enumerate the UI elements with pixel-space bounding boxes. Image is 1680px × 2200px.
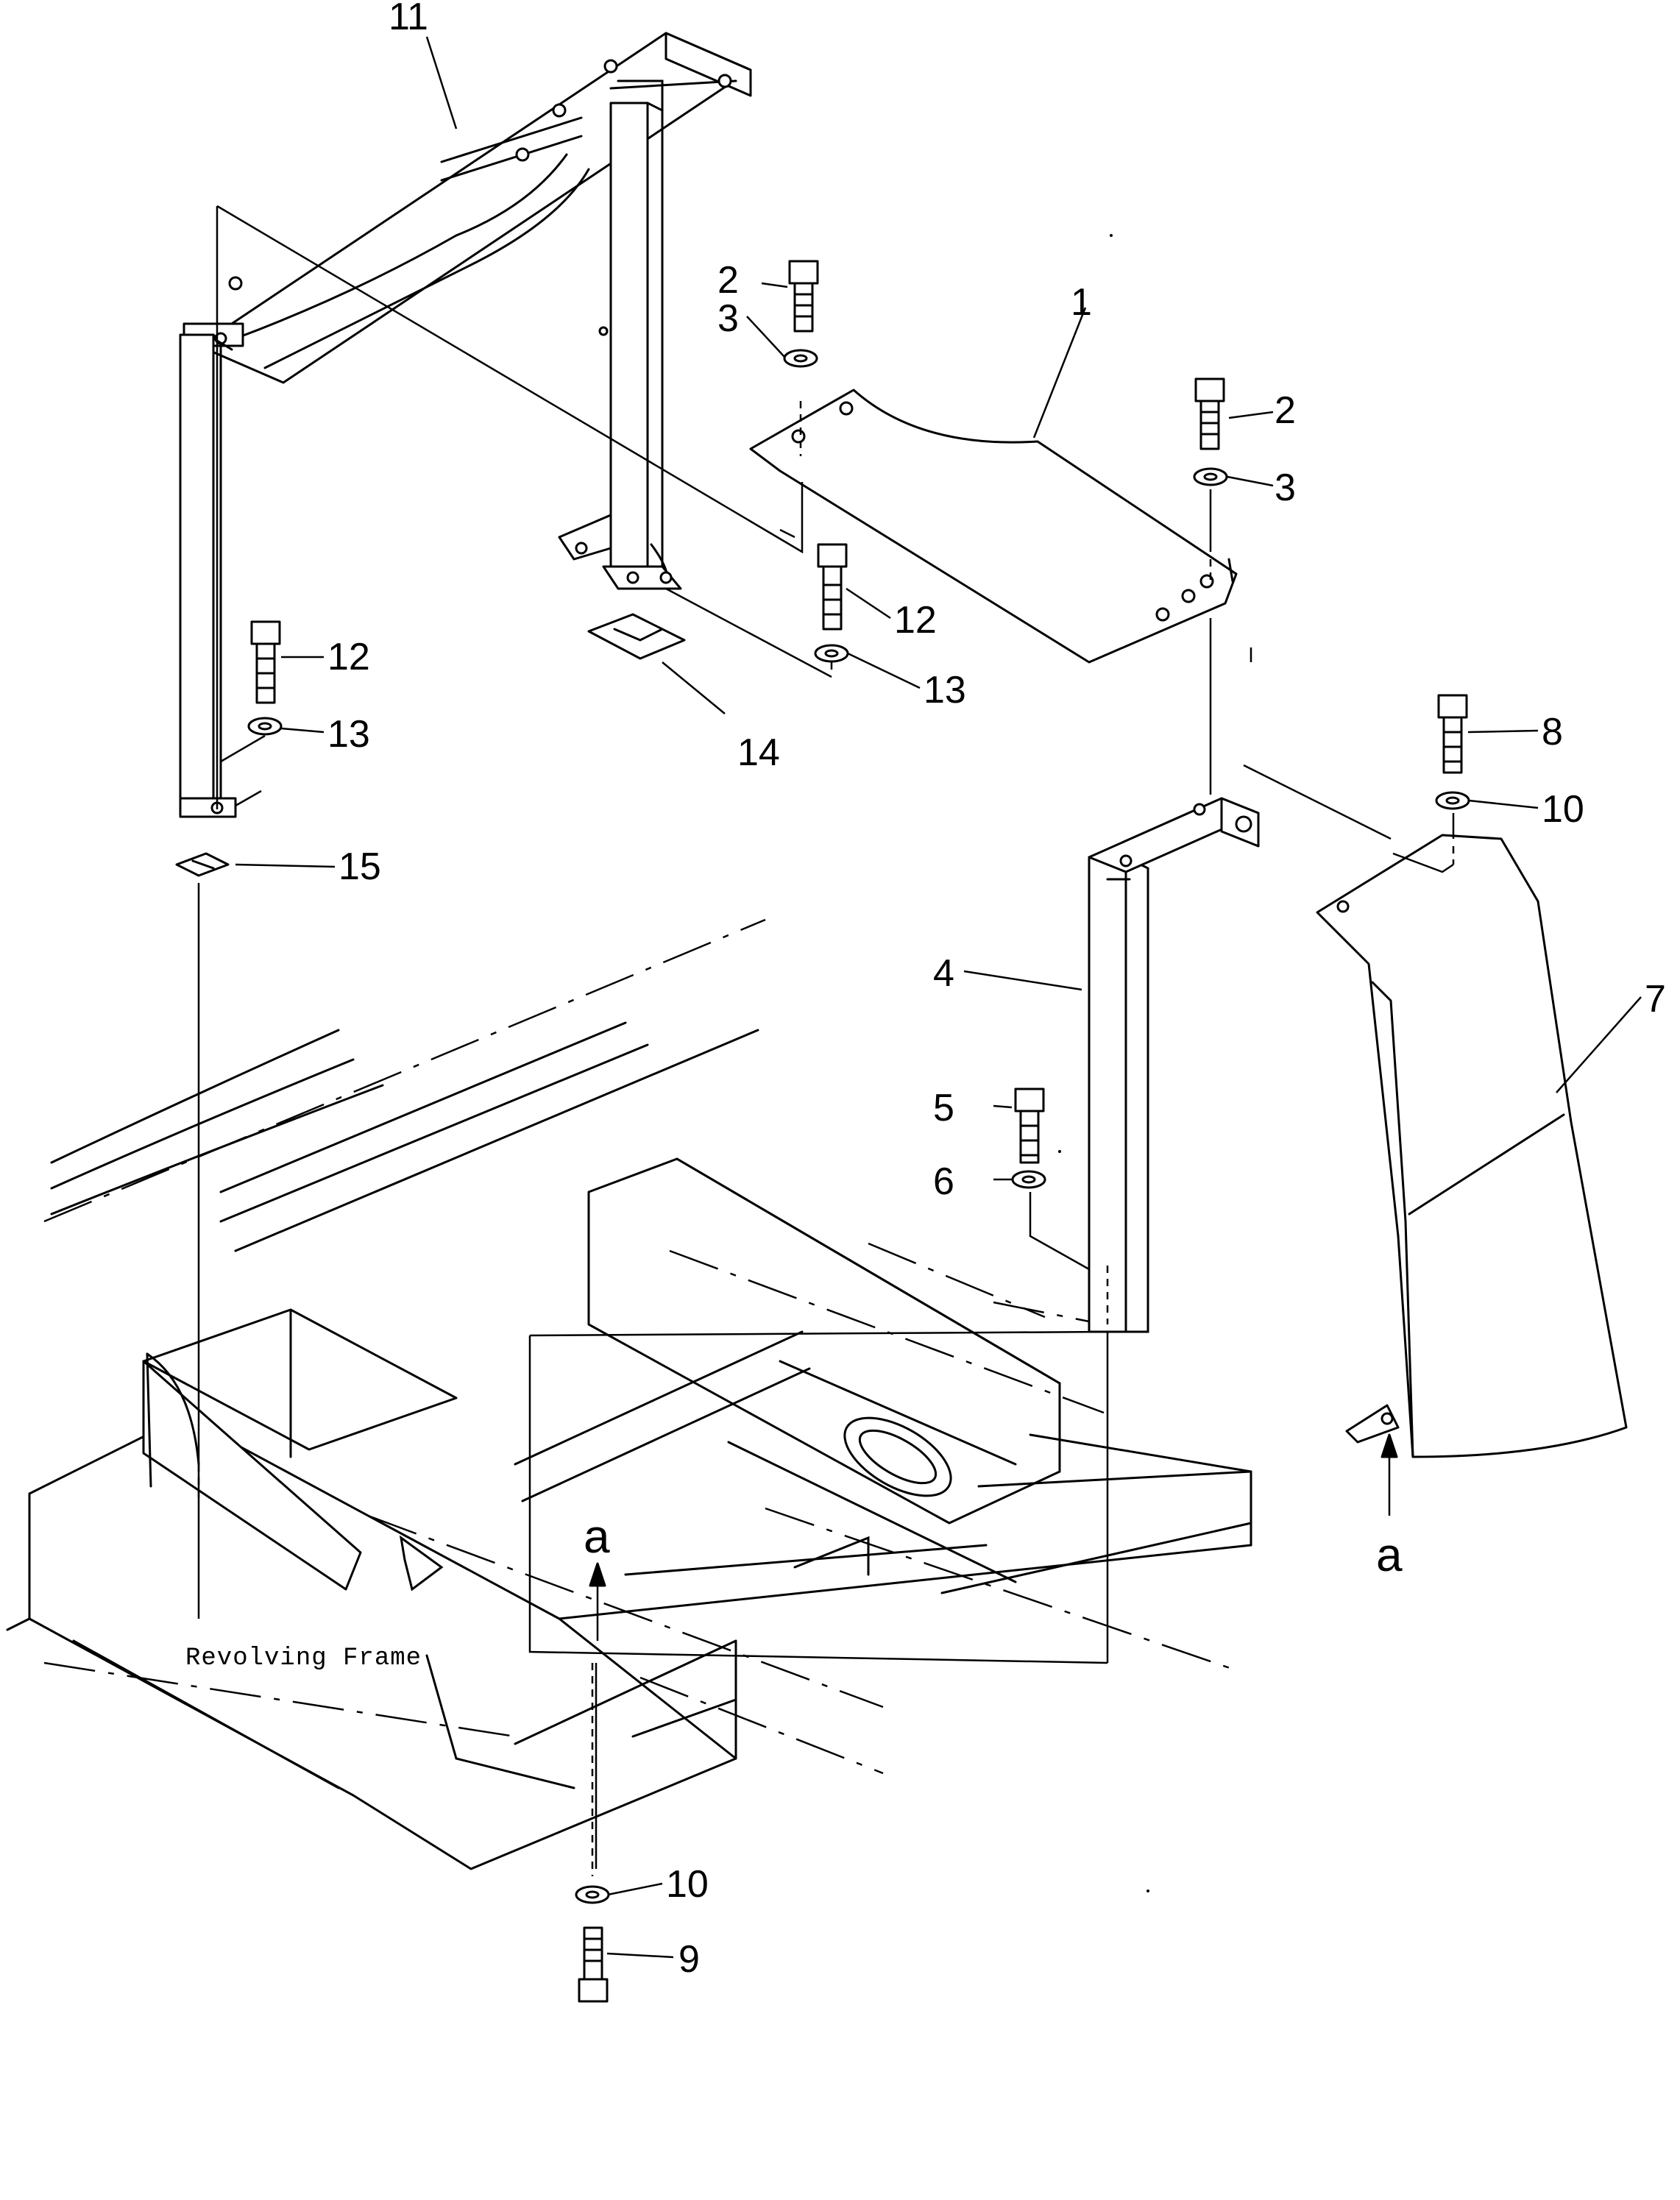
callout-leaders bbox=[235, 36, 1642, 1959]
callout-15: 15 bbox=[339, 845, 381, 888]
revolving-frame-label: Revolving Frame bbox=[185, 1644, 422, 1672]
view-label-a-right: a bbox=[1376, 1528, 1403, 1581]
callout-3-left: 3 bbox=[717, 297, 739, 340]
bolt-12-center bbox=[817, 543, 848, 631]
revolving-frame bbox=[6, 918, 1252, 1870]
bolt-5 bbox=[1014, 1087, 1045, 1164]
callout-13-left: 13 bbox=[327, 713, 370, 756]
stay-4 bbox=[1088, 797, 1260, 1333]
bolt-9 bbox=[578, 1926, 609, 2003]
callout-2-left: 2 bbox=[717, 259, 739, 302]
callout-3-right: 3 bbox=[1275, 466, 1296, 509]
side-cover-7 bbox=[1316, 834, 1628, 1458]
shim-14 bbox=[587, 613, 686, 660]
callout-6: 6 bbox=[933, 1160, 954, 1203]
callout-5: 5 bbox=[933, 1087, 954, 1129]
view-arrow-left bbox=[589, 1562, 606, 1641]
callout-10-bottom: 10 bbox=[666, 1863, 709, 1906]
callout-12-left: 12 bbox=[327, 636, 370, 678]
bolt-2-left bbox=[788, 260, 819, 333]
callout-10-right: 10 bbox=[1542, 788, 1584, 831]
callout-8: 8 bbox=[1542, 711, 1563, 753]
callout-13-center: 13 bbox=[924, 669, 966, 712]
bolt-2-right bbox=[1194, 377, 1225, 450]
view-arrow-right bbox=[1380, 1433, 1398, 1516]
callout-12-center: 12 bbox=[894, 599, 937, 642]
callout-9: 9 bbox=[678, 1938, 700, 1981]
bolt-8 bbox=[1437, 694, 1468, 774]
callout-1: 1 bbox=[1071, 281, 1092, 324]
support-frame-assembly bbox=[179, 32, 752, 818]
view-label-a-left: a bbox=[584, 1510, 610, 1563]
callout-7: 7 bbox=[1645, 978, 1666, 1021]
callout-2-right: 2 bbox=[1275, 389, 1296, 432]
assembly-lines bbox=[197, 205, 1455, 1876]
callout-4: 4 bbox=[933, 952, 954, 995]
bolt-12-left bbox=[250, 620, 281, 704]
top-cover-1 bbox=[749, 388, 1238, 664]
callout-14: 14 bbox=[737, 731, 780, 774]
callout-11: 11 bbox=[389, 0, 428, 38]
